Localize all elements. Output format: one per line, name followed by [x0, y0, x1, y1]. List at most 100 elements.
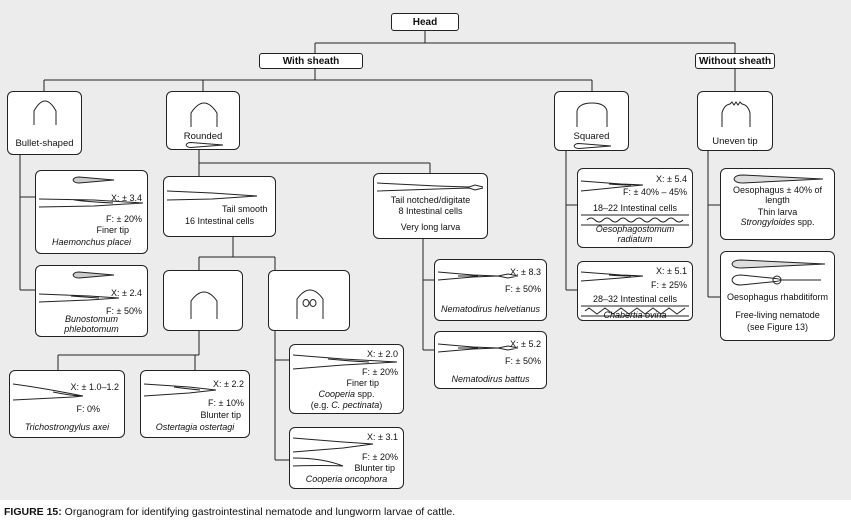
cooperia-spp-example-line: (e.g. C. pectinata)	[290, 400, 403, 411]
cooperia-onc-tail-sketch	[293, 437, 374, 467]
oesophagostomum-tail-sketch	[581, 180, 644, 192]
oesophagostomum-f: F: ± 40% – 45%	[623, 187, 687, 197]
bunostomum-x: X: ± 2.4	[111, 288, 142, 298]
with-sheath-label: With sheath	[282, 56, 340, 67]
cooperia-spp-x: X: ± 2.0	[367, 349, 398, 359]
squared-head-sketch	[576, 102, 608, 127]
cooperia-spp-tip: Finer tip	[346, 378, 379, 388]
trichostrongylus-node: X: ± 1.0–1.2 F: 0% Trichostrongylus axei	[9, 370, 125, 438]
squared-larva-sketch	[573, 143, 612, 149]
tail-smooth-node: Tail smooth 16 Intestinal cells	[163, 176, 276, 237]
bunostomum-name-1: Bunostomum	[64, 314, 119, 324]
freeliving-line3: (see Figure 13)	[746, 322, 809, 332]
chabertia-name: Chabertia ovina	[603, 310, 667, 320]
cooperia-spp-eg-suffix: )	[379, 400, 383, 410]
uneven-head-sketch	[721, 101, 751, 127]
freeliving-line1: Oesophagus rhabditiform	[726, 292, 829, 302]
chabertia-x: X: ± 5.1	[656, 266, 687, 276]
chabertia-f: F: ± 25%	[651, 280, 687, 290]
oesophagostomum-node: X: ± 5.4 F: ± 40% – 45% 18–22 Intestinal…	[577, 168, 693, 248]
freeliving-node: Oesophagus rhabditiform Free-living nema…	[720, 251, 835, 341]
nem-helv-tail-sketch	[438, 271, 519, 281]
bunostomum-tail-sketch	[39, 293, 120, 303]
cooperia-onc-node: X: ± 3.1 F: ± 20% Blunter tip Cooperia o…	[289, 427, 404, 489]
nem-battus-x: X: ± 5.2	[510, 339, 541, 349]
squared-label: Squared	[573, 131, 610, 142]
cooperia-spp-genus: Cooperia	[318, 389, 355, 399]
nem-battus-f: F: ± 50%	[505, 356, 541, 366]
cooperia-spp-tail-sketch	[293, 354, 398, 370]
haemonchus-larva-sketch	[72, 176, 115, 184]
nem-helv-node: X: ± 8.3 F: ± 50% Nematodirus helvetianu…	[434, 259, 547, 321]
haemonchus-tail-sketch	[39, 198, 144, 208]
tail-notched-line1: Tail notched/digitate	[390, 195, 471, 205]
bunostomum-node: X: ± 2.4 F: ± 50% Bunostomum phlebotomum	[35, 265, 148, 337]
nem-helv-x: X: ± 8.3	[510, 267, 541, 277]
rounded-larva-sketch	[185, 142, 224, 148]
trichostrongylus-f: F: 0%	[76, 404, 100, 414]
caption-label: FIGURE 15:	[4, 506, 62, 518]
cooperia-spp-f: F: ± 20%	[362, 367, 398, 377]
rounded-head-sub-sketch	[190, 291, 218, 319]
ostertagia-node: X: ± 2.2 F: ± 10% Blunter tip Ostertagia…	[140, 370, 250, 438]
cooperia-onc-f: F: ± 20%	[362, 452, 398, 462]
tail-smooth-line1: Tail smooth	[222, 204, 268, 214]
bullet-shaped-label: Bullet-shaped	[15, 138, 74, 149]
rounded-head-dots-sketch	[296, 289, 324, 319]
head-root-label: Head	[412, 17, 438, 28]
chabertia-cells: 28–32 Intestinal cells	[592, 294, 678, 304]
bunostomum-f: F: ± 50%	[106, 306, 142, 316]
tail-notched-node: Tail notched/digitate 8 Intestinal cells…	[373, 173, 488, 239]
chabertia-cells-sketch	[581, 305, 689, 317]
caption-text: Organogram for identifying gastrointesti…	[61, 506, 456, 518]
strongyloides-suffix: spp.	[795, 217, 815, 227]
bullet-head-sketch	[33, 100, 57, 125]
ostertagia-x: X: ± 2.2	[213, 379, 244, 389]
cooperia-spp-node: X: ± 2.0 F: ± 20% Finer tip Cooperia spp…	[289, 344, 404, 414]
cooperia-onc-tip: Blunter tip	[354, 463, 395, 473]
uneven-tip-label: Uneven tip	[712, 136, 758, 147]
nem-helv-name: Nematodirus helvetianus	[440, 304, 541, 314]
with-sheath-node: With sheath	[259, 53, 363, 69]
rounded-head-sub-node	[163, 270, 243, 331]
ostertagia-tail-sketch	[144, 383, 217, 397]
strongyloides-genus: Strongyloides	[740, 217, 796, 227]
cooperia-onc-name: Cooperia oncophora	[305, 474, 388, 484]
strongyloides-line2: length	[765, 195, 790, 205]
connector-lines	[19, 31, 736, 461]
strongyloides-line3: Thin larva	[757, 207, 798, 217]
uneven-tip-node: Uneven tip	[697, 91, 773, 151]
figure-caption: FIGURE 15: Organogram for identifying ga…	[4, 506, 455, 518]
tail-notched-sketch	[377, 182, 484, 192]
trichostrongylus-x: X: ± 1.0–1.2	[70, 382, 119, 392]
bunostomum-larva-sketch	[72, 271, 115, 279]
tail-smooth-line2: 16 Intestinal cells	[184, 216, 255, 226]
bullet-shaped-node: Bullet-shaped	[7, 91, 82, 155]
without-sheath-node: Without sheath	[695, 53, 775, 69]
haemonchus-tip: Finer tip	[96, 225, 129, 235]
ostertagia-f: F: ± 10%	[208, 398, 244, 408]
freeliving-line2: Free-living nematode	[735, 310, 820, 320]
ostertagia-name: Ostertagia ostertagi	[155, 422, 235, 432]
rounded-head-sketch	[190, 102, 218, 127]
cooperia-onc-x: X: ± 3.1	[367, 432, 398, 442]
trichostrongylus-tail-sketch	[13, 383, 84, 401]
oesophagostomum-cells-sketch	[581, 214, 689, 226]
rounded-head-dots-node	[268, 270, 350, 331]
nem-battus-node: X: ± 5.2 F: ± 50% Nematodirus battus	[434, 331, 547, 389]
oesophagostomum-name-1: Oesophagostomum	[595, 224, 675, 234]
nem-battus-name: Nematodirus battus	[451, 374, 530, 384]
haemonchus-x: X: ± 3.4	[111, 193, 142, 203]
strongyloides-line1: Oesophagus ± 40% of	[733, 185, 822, 195]
without-sheath-label: Without sheath	[698, 56, 772, 67]
cooperia-spp-eg-prefix: (e.g.	[310, 400, 332, 410]
strongyloides-larva-sketch	[733, 174, 824, 184]
oesophagostomum-name-2: radiatum	[617, 234, 653, 244]
ostertagia-tip: Blunter tip	[200, 410, 241, 420]
strongyloides-node: Oesophagus ± 40% of length Thin larva St…	[720, 168, 835, 240]
cooperia-spp-suffix: spp.	[355, 389, 375, 399]
oesophagostomum-x: X: ± 5.4	[656, 174, 687, 184]
trichostrongylus-name: Trichostrongylus axei	[24, 422, 110, 432]
haemonchus-name: Haemonchus placei	[51, 237, 132, 247]
